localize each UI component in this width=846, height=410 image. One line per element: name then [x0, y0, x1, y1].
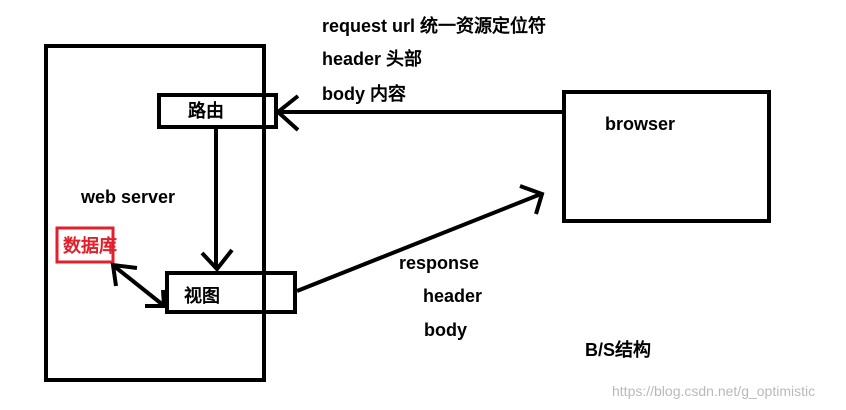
browser-label: browser [605, 114, 676, 134]
response-body-label: body [424, 320, 467, 340]
bs-structure-caption: B/S结构 [585, 340, 652, 360]
request-arrow [274, 94, 564, 132]
web-server-box [44, 44, 266, 382]
view-label: 视图 [184, 286, 220, 306]
router-label: 路由 [188, 101, 224, 121]
response-label: response [399, 253, 480, 273]
request-body-label: body 内容 [322, 84, 406, 104]
database-label: 数据库 [63, 236, 117, 256]
view-box [165, 271, 297, 314]
browser-box [562, 90, 771, 223]
database-box [55, 226, 115, 264]
router-to-view-arrow [200, 127, 234, 273]
response-arrow [296, 184, 545, 293]
request-url-label: request url 统一资源定位符 [322, 16, 547, 36]
web-server-label: web server [81, 187, 176, 207]
response-header-label: header [423, 286, 483, 306]
watermark-url: https://blog.csdn.net/g_optimistic [612, 383, 816, 399]
request-header-label: header 头部 [322, 49, 423, 69]
database-view-arrow [110, 262, 167, 308]
